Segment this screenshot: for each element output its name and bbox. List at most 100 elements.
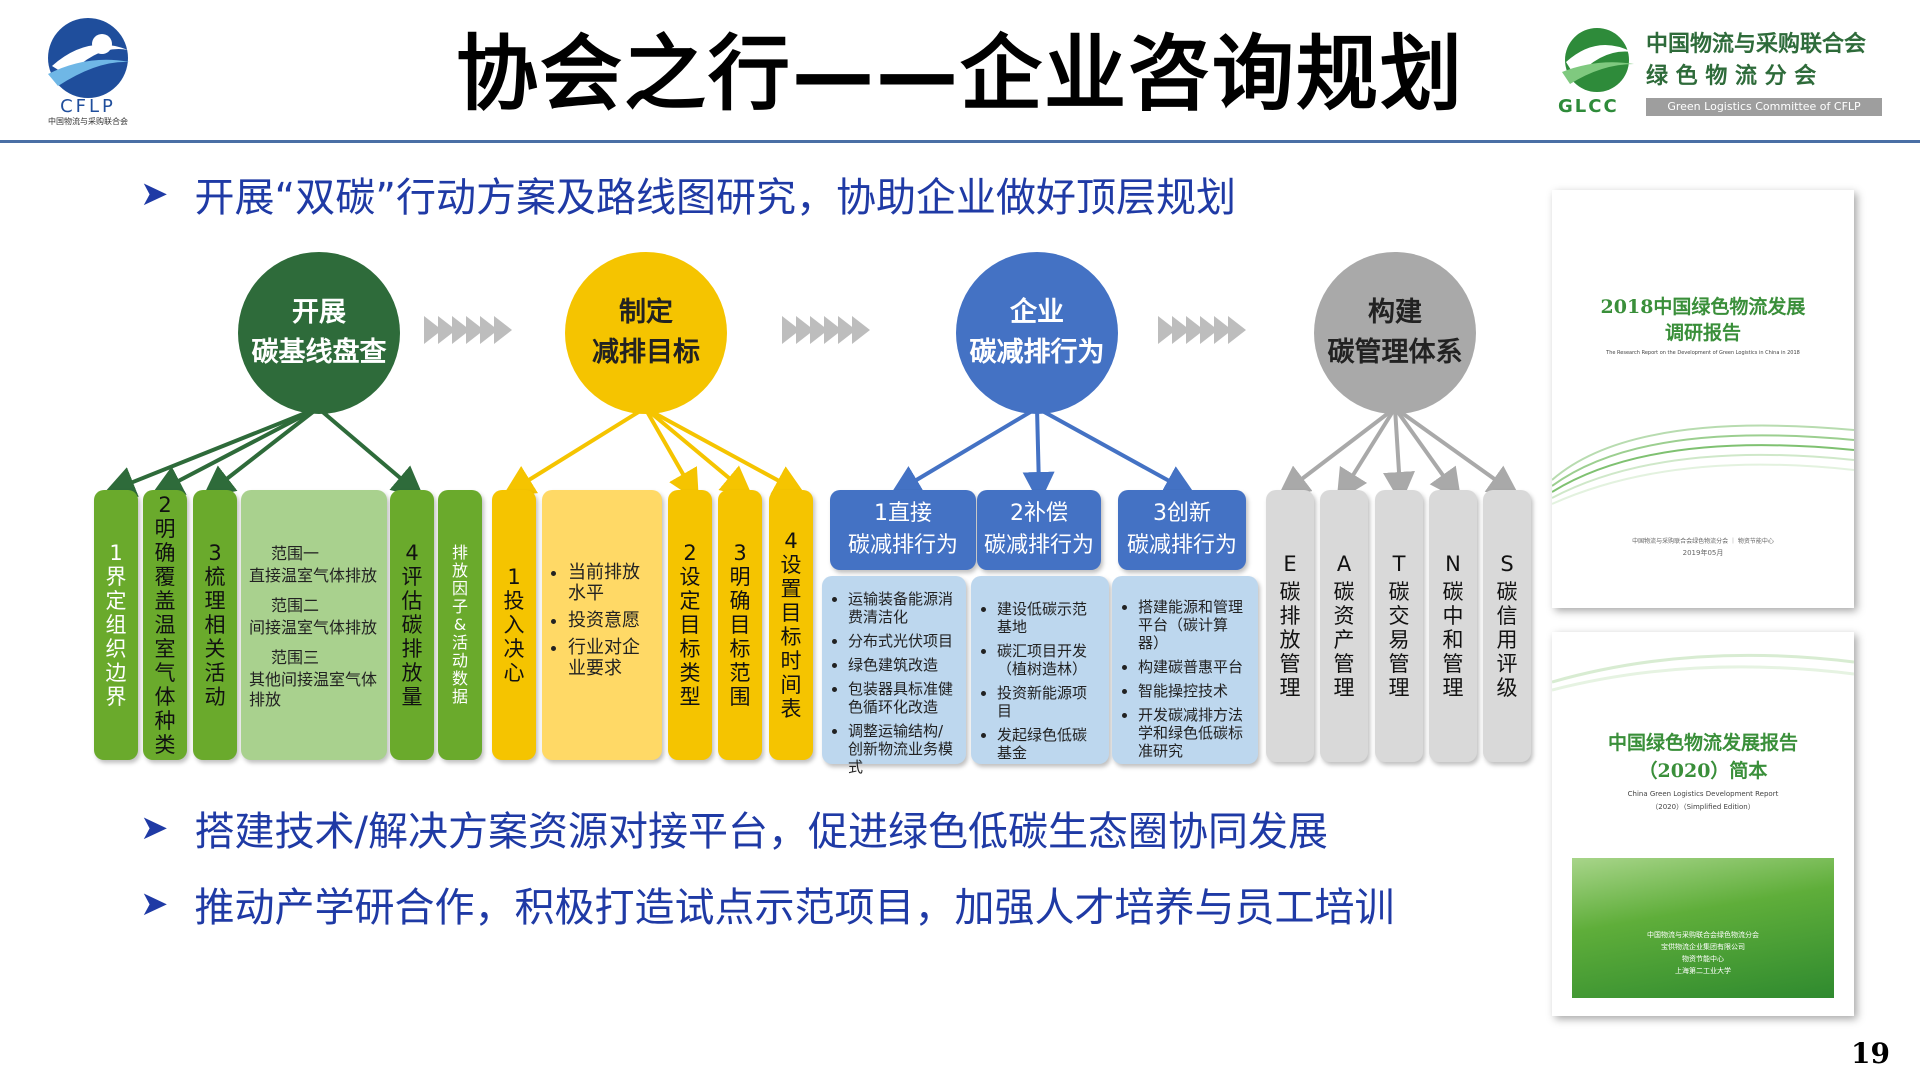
blue-list-item: 搭建能源和管理平台（碳计算器） [1138, 598, 1250, 652]
cflp-globe-icon [48, 18, 130, 98]
stage-line2: 碳基线盘查 [251, 337, 387, 368]
cflp-abbr: CFLP [60, 96, 116, 117]
stage-line2: 碳减排行为 [969, 337, 1105, 368]
gray-col-letter: A [1336, 552, 1352, 576]
column-text: 碳中和管理 [1442, 580, 1464, 700]
blue-header-line1: 1直接 [874, 501, 932, 526]
blue-header-line2: 碳减排行为 [847, 533, 958, 558]
glcc-name-line2: 绿 色 物 流 分 会 [1646, 64, 1817, 89]
column-text: 3明确目标范围 [729, 541, 751, 709]
page-title: 协会之行——企业咨询规划 [455, 27, 1464, 122]
column-text: 3梳理相关活动 [204, 541, 226, 709]
blue-list-item: 运输装备能源消费清洁化 [848, 590, 958, 626]
blue-list-item: 构建碳普惠平台 [1138, 658, 1250, 676]
blue-header-direct: 1直接 碳减排行为 [830, 490, 976, 570]
column-text: 1界定组织边界 [105, 541, 127, 709]
stage-circle-target: 制定 减排目标 [565, 252, 727, 414]
gray-col-t: T 碳交易管理 [1375, 490, 1423, 762]
yellow-col-4: 3明确目标范围 [718, 490, 762, 760]
page-number: 19 [1851, 1037, 1890, 1070]
green-top-wave-graphic [1552, 653, 1854, 692]
glcc-logo: 中国物流与采购联合会 绿 色 物 流 分 会 GLCC Green Logist… [1552, 22, 1892, 122]
scope-desc: 直接温室气体排放 [249, 566, 378, 585]
scope-desc: 间接温室气体排放 [249, 618, 378, 637]
cover-title-line2: 调研报告 [1664, 322, 1741, 344]
chevron-arrows-icon [424, 316, 512, 344]
stage-line1: 制定 [619, 297, 673, 328]
cover-english-line1: China Green Logistics Development Report [1627, 790, 1779, 798]
column-text: 4设置目标时间表 [780, 529, 802, 721]
scope-title: 范围一 [271, 544, 320, 563]
chevron-arrows-icon [782, 316, 870, 344]
gray-col-letter: E [1283, 552, 1297, 576]
cover-title-line2: （2020）简本 [1638, 760, 1768, 782]
yellow-list-item: 投资意愿 [568, 610, 654, 631]
column-text: 1投入决心 [503, 565, 525, 685]
cflp-logo: CFLP 中国物流与采购联合会 [38, 14, 138, 129]
cover-title-line1: 2018中国绿色物流发展 [1600, 296, 1806, 318]
blue-list-item: 绿色建筑改造 [848, 656, 958, 674]
cover-english-line2: （2020）（Simplified Edition） [1651, 803, 1755, 811]
cover-org: 中国物流与采购联合会绿色物流分会 ｜ 物资节能中心 [1632, 538, 1774, 545]
stage-line2: 减排目标 [592, 337, 700, 368]
header-divider [0, 140, 1920, 143]
report-cover-2020: 中国绿色物流发展报告 （2020）简本 China Green Logistic… [1552, 632, 1854, 1016]
green-wave-graphic [1552, 424, 1854, 505]
blue-list-item: 建设低碳示范基地 [997, 600, 1101, 636]
yellow-col-1: 1投入决心 [492, 490, 536, 760]
yellow-list-box: 当前排放水平 投资意愿 行业对企业要求 [542, 490, 662, 760]
report-cover-2018: 2018中国绿色物流发展 调研报告 The Research Report on… [1552, 190, 1854, 608]
glcc-abbr: GLCC [1558, 96, 1619, 117]
gray-col-letter: N [1445, 552, 1461, 576]
gray-col-letter: T [1392, 552, 1406, 576]
stage-line1: 企业 [1010, 297, 1064, 328]
bullet-text: 开展“双碳”行动方案及路线图研究，协助企业做好顶层规划 [194, 175, 1236, 221]
green-col-2: 2明确覆盖温室气体种类 [143, 490, 187, 760]
stage-line1: 构建 [1368, 297, 1422, 328]
cover-english: The Research Report on the Development o… [1606, 350, 1800, 356]
column-text: 4评估碳排放量 [401, 541, 423, 709]
cover-title-line1: 中国绿色物流发展报告 [1607, 732, 1798, 754]
green-band-graphic: 中国物流与采购联合会绿色物流分会 宝供物流企业集团有限公司 物资节能中心 上海第… [1572, 858, 1834, 998]
blue-list-item: 投资新能源项目 [997, 684, 1101, 720]
blue-list-item: 发起绿色低碳基金 [997, 726, 1101, 762]
blue-header-line1: 2补偿 [1010, 501, 1068, 526]
cover-org: 中国物流与采购联合会绿色物流分会 [1647, 931, 1759, 939]
blue-list-offset: 建设低碳示范基地 碳汇项目开发（植树造林） 投资新能源项目 发起绿色低碳基金 [971, 576, 1109, 764]
gray-col-letter: S [1500, 552, 1514, 576]
blue-header-offset: 2补偿 碳减排行为 [977, 490, 1101, 570]
bullet-arrow-icon: ➤ [140, 174, 169, 214]
glcc-english: Green Logistics Committee of CFLP [1646, 98, 1882, 116]
glcc-name-line1: 中国物流与采购联合会 [1646, 32, 1867, 57]
gray-col-e: E 碳排放管理 [1266, 490, 1314, 762]
green-scopes-box: 范围一 直接温室气体排放 范围二 间接温室气体排放 范围三 其他间接温室气体排放 [241, 490, 387, 760]
cover-org: 宝供物流企业集团有限公司 [1661, 943, 1745, 951]
stage-circle-action: 企业 碳减排行为 [956, 252, 1118, 414]
stage-circle-system: 构建 碳管理体系 [1314, 252, 1476, 414]
column-text: 2设定目标类型 [679, 541, 701, 709]
column-text: 碳资产管理 [1333, 580, 1355, 700]
bullet-3: ➤ 推动产学研合作，积极打造试点示范项目，加强人才培养与员工培训 [140, 874, 1395, 934]
green-col-1: 1界定组织边界 [94, 490, 138, 760]
column-text: 碳排放管理 [1279, 580, 1301, 700]
green-col-5: 4评估碳排放量 [390, 490, 434, 760]
yellow-col-5: 4设置目标时间表 [769, 490, 813, 760]
green-col-6: 排放因子&活动数据 [438, 490, 482, 760]
green-col-3: 3梳理相关活动 [193, 490, 237, 760]
blue-list-item: 开发碳减排方法学和绿色低碳标准研究 [1138, 706, 1250, 760]
cover-org: 上海第二工业大学 [1675, 967, 1731, 975]
column-text: 碳信用评级 [1496, 580, 1518, 700]
blue-list-innovate: 搭建能源和管理平台（碳计算器） 构建碳普惠平台 智能操控技术 开发碳减排方法学和… [1112, 576, 1258, 764]
column-text: 碳交易管理 [1388, 580, 1410, 700]
scope-title: 范围三 [271, 648, 320, 667]
bullet-arrow-icon: ➤ [140, 808, 169, 848]
gray-col-s: S 碳信用评级 [1483, 490, 1531, 762]
bullet-1: ➤ 开展“双碳”行动方案及路线图研究，协助企业做好顶层规划 [140, 164, 1236, 224]
blue-list-direct: 运输装备能源消费清洁化 分布式光伏项目 绿色建筑改造 包装器具标准健色循环化改造… [822, 576, 966, 776]
bullet-arrow-icon: ➤ [140, 884, 169, 924]
blue-header-line2: 碳减排行为 [1126, 533, 1237, 558]
chevron-arrows-icon [1158, 316, 1246, 344]
scope-desc: 其他间接温室气体排放 [249, 670, 378, 709]
cflp-subtitle: 中国物流与采购联合会 [48, 117, 128, 126]
